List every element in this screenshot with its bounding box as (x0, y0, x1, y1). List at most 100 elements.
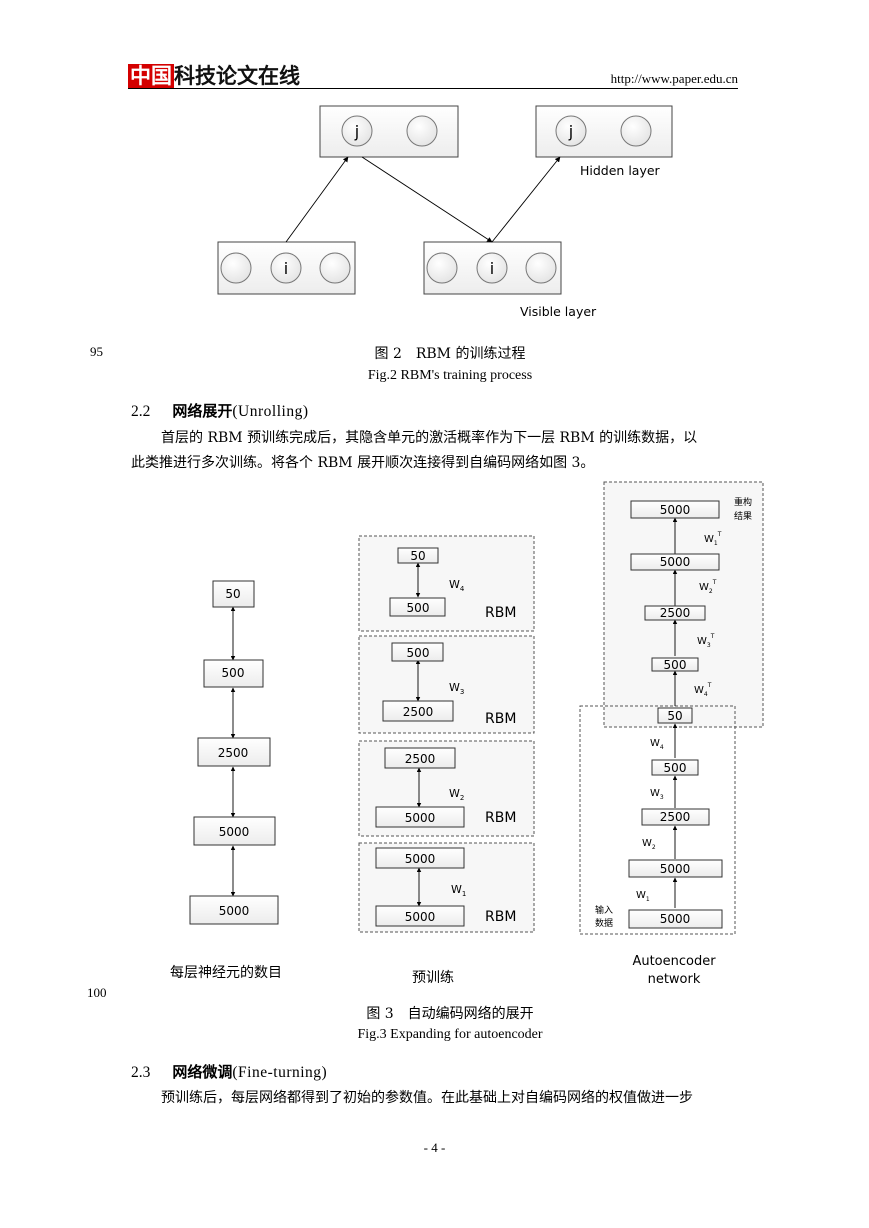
visible-unit-1a (220, 252, 252, 284)
svg-text:W2: W2 (449, 787, 464, 802)
svg-text:500: 500 (664, 658, 687, 672)
figure-3-caption-zh: 图 3 自动编码网络的展开 (366, 1006, 534, 1022)
ae-code-node (657, 707, 693, 724)
svg-text:500: 500 (664, 761, 687, 775)
section-title-zh: 网络展开 (172, 402, 233, 420)
page-number: - 4 - (423, 1140, 446, 1155)
rbm-top-node (391, 642, 444, 662)
svg-text:数据: 数据 (595, 917, 613, 929)
ae-node (628, 859, 723, 878)
figure-3-caption-en: Fig.3 Expanding for autoencoder (357, 1027, 543, 1042)
visible-unit-2a (426, 252, 458, 284)
visible-unit-i-1 (270, 252, 302, 284)
paragraph-line: 此类推进行多次训练。将各个 RBM 展开顺次连接得到自编码网络如图 3。 (131, 455, 595, 471)
svg-text:结果: 结果 (734, 510, 752, 522)
visible-unit-1c (319, 252, 351, 284)
left-stack-label: 每层神经元的数目 (170, 965, 282, 981)
layer-size-label: 5000 (219, 825, 250, 839)
svg-text:50: 50 (667, 709, 682, 723)
ae-node (651, 759, 699, 776)
decoder-region (603, 481, 764, 728)
rbm-block-2: 2500 5000 W2 RBM (358, 740, 535, 837)
svg-text:RBM: RBM (485, 711, 516, 727)
svg-text:500: 500 (407, 601, 430, 615)
autoencoder-label-2: network (647, 972, 701, 987)
arrow-hidden1-to-visible2 (361, 156, 493, 243)
rbm-top-node (375, 847, 465, 869)
journal-logo: 中国科技论文在线 (128, 64, 300, 88)
svg-text:2500: 2500 (660, 606, 691, 620)
paragraph-line: 首层的 RBM 预训练完成后，其隐含单元的激活概率作为下一层 RBM 的训练数据… (161, 430, 698, 446)
visible-unit-2c (525, 252, 557, 284)
rbm-top-node (397, 547, 439, 564)
svg-text:2500: 2500 (405, 752, 436, 766)
layer-size-label: 50 (225, 587, 240, 601)
svg-text:RBM: RBM (485, 810, 516, 826)
figure-2-rbm-diagram: j j i i Hidden layer Visible layer (217, 105, 673, 319)
layer-node (189, 895, 279, 925)
layer-node (203, 659, 264, 688)
svg-text:RBM: RBM (485, 909, 516, 925)
svg-text:5000: 5000 (660, 503, 691, 517)
pretraining-label: 预训练 (412, 970, 454, 986)
header-url: http://www.paper.edu.cn (610, 71, 738, 86)
ae-node (630, 553, 720, 571)
encoder-region (579, 705, 736, 935)
svg-text:5000: 5000 (405, 811, 436, 825)
autoencoder-label-1: Autoencoder (632, 954, 716, 969)
svg-text:W1: W1 (451, 883, 466, 898)
svg-text:W4: W4 (650, 738, 664, 751)
section-title-en: (Unrolling) (232, 403, 309, 420)
svg-text:W4T: W4T (694, 682, 712, 698)
layer-node (212, 580, 255, 608)
hidden-unit-j-1-label: j (354, 122, 359, 141)
section-title-zh: 网络微调 (172, 1063, 233, 1081)
figure-3-autoencoder-diagram: 50 500 2500 5000 5000 50 500 W4 RBM 500 … (189, 481, 764, 935)
svg-text:50: 50 (410, 549, 425, 563)
autoencoder-network: 5000 5000 2500 500 50 500 2500 5000 5000… (579, 481, 764, 935)
line-number: 95 (90, 344, 103, 359)
rbm-bottom-node (375, 905, 465, 927)
svg-text:输入: 输入 (595, 904, 613, 916)
layer-node (193, 816, 276, 846)
arrow-visible2-to-hidden2 (491, 156, 561, 243)
figure-2-caption-en: Fig.2 RBM's training process (367, 368, 533, 383)
visible-unit-i-2-label: i (490, 259, 494, 278)
rbm-block-3: 500 2500 W3 RBM (358, 635, 535, 734)
svg-text:重构: 重构 (734, 496, 752, 508)
section-number: 2.3 (131, 1064, 151, 1081)
figure-2-caption-zh: 图 2 RBM 的训练过程 (374, 346, 526, 362)
arrow-visible1-to-hidden1 (285, 156, 349, 243)
visible-unit-i-1-label: i (284, 259, 288, 278)
hidden-unit-2b (620, 115, 652, 147)
hidden-unit-j-2-label: j (568, 122, 573, 141)
hidden-unit-1b (406, 115, 438, 147)
section-2-3-heading: 2.3 网络微调(Fine-turning) (131, 1061, 327, 1082)
svg-text:5000: 5000 (660, 912, 691, 926)
ae-node (628, 909, 723, 929)
hidden-layer-label: Hidden layer (580, 163, 661, 178)
svg-text:W3: W3 (449, 681, 464, 696)
hidden-unit-j-2 (555, 115, 587, 147)
section-title-en: (Fine-turning) (232, 1064, 328, 1081)
svg-text:5000: 5000 (405, 852, 436, 866)
rbm-block-1: 5000 5000 W1 RBM (358, 842, 535, 933)
rbm-block-4: 50 500 W4 RBM (358, 535, 535, 632)
visible-layer-label: Visible layer (520, 304, 597, 319)
layer-size-label: 500 (222, 666, 245, 680)
layer-size-label: 5000 (219, 904, 250, 918)
rbm-top-node (384, 747, 456, 769)
rbm-bottom-node (389, 597, 446, 617)
rbm-bottom-node (382, 700, 454, 722)
svg-text:W3: W3 (650, 788, 664, 801)
visible-unit-i-2 (476, 252, 508, 284)
line-number: 100 (87, 985, 107, 1000)
svg-text:W1T: W1T (704, 531, 722, 547)
svg-text:2500: 2500 (403, 705, 434, 719)
svg-text:5000: 5000 (405, 910, 436, 924)
hidden-unit-j-1 (341, 115, 373, 147)
svg-text:W3T: W3T (697, 633, 715, 649)
svg-text:W1: W1 (636, 890, 650, 903)
ae-node (630, 500, 720, 519)
